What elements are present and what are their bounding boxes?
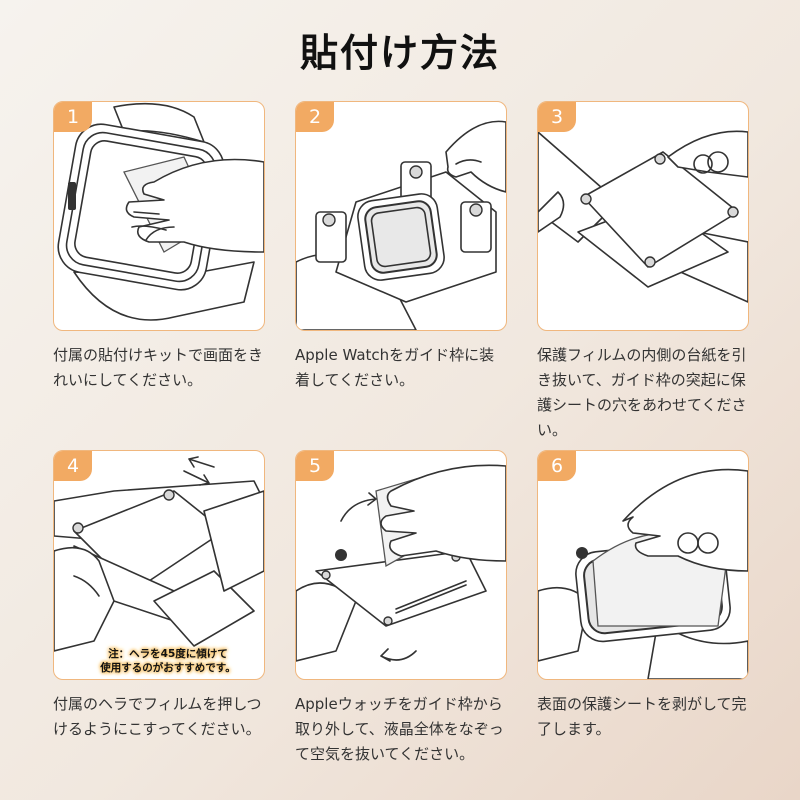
step-1: 1 付属の貼付けキットで画面をきれいにしてください。 — [53, 101, 265, 393]
step-3-card: 3 — [537, 101, 749, 331]
step-number-badge: 2 — [296, 102, 334, 132]
step-2-text: Apple Watchをガイド枠に装着してください。 — [295, 346, 495, 389]
remove-from-frame-illustration — [296, 464, 506, 662]
note-line-1: 注：ヘラを45度に傾けて — [108, 648, 228, 660]
step-4: 4 注：ヘラを45度に傾けて 使用するのがおすすめです。 付属のヘラでフィルムを… — [53, 450, 265, 742]
step-6: 6 表面の保護シートを剥がして完了します。 — [537, 450, 749, 742]
cleaning-screen-illustration — [57, 102, 264, 321]
step-6-text: 表面の保護シートを剥がして完了します。 — [537, 695, 747, 738]
step-number-badge: 5 — [296, 451, 334, 481]
step-3-text: 保護フィルムの内側の台紙を引き抜いて、ガイド枠の突起に保護シートの穴をあわせてく… — [537, 346, 747, 439]
step-4-card: 4 注：ヘラを45度に傾けて 使用するのがおすすめです。 — [53, 450, 265, 680]
peel-top-sheet-illustration — [538, 468, 748, 679]
step-number-badge: 4 — [54, 451, 92, 481]
press-with-spatula-illustration — [54, 456, 264, 652]
step-4-text: 付属のヘラでフィルムを押しつけるようにこすってください。 — [53, 695, 262, 738]
align-film-holes-illustration — [538, 130, 748, 303]
spatula-angle-note: 注：ヘラを45度に傾けて 使用するのがおすすめです。 — [84, 647, 252, 675]
step-3: 3 保護フィルムの内側の台紙を引き抜いて、ガイド枠の突起に保護シートの穴をあわせ… — [537, 101, 749, 443]
watch-in-guide-frame-illustration — [296, 120, 506, 330]
step-1-text: 付属の貼付けキットで画面をきれいにしてください。 — [53, 346, 264, 389]
page-title: 貼付け方法 — [299, 31, 500, 75]
step-2-card: 2 — [295, 101, 507, 331]
step-2: 2 Apple Watchをガイド枠に装着してください。 — [295, 101, 507, 393]
step-number-badge: 1 — [54, 102, 92, 132]
step-5-card: 5 — [295, 450, 507, 680]
step-number-badge: 6 — [538, 451, 576, 481]
step-number-badge: 3 — [538, 102, 576, 132]
note-line-2: 使用するのがおすすめです。 — [100, 662, 236, 674]
step-6-card: 6 — [537, 450, 749, 680]
step-1-card: 1 — [53, 101, 265, 331]
step-5: 5 Appleウォッチをガイド枠から取り外して、液晶全体をなぞって空気を抜いてく… — [295, 450, 507, 767]
step-5-text: Appleウォッチをガイド枠から取り外して、液晶全体をなぞって空気を抜いてくださ… — [295, 695, 504, 763]
